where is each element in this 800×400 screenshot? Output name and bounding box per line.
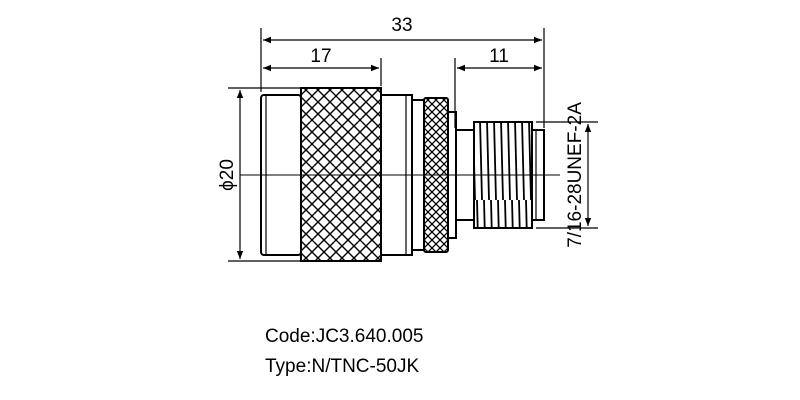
product-code: Code:JC3.640.005 [265,326,424,347]
dimension-lines [228,28,598,262]
product-type: Type:N/TNC-50JK [265,356,420,377]
dim-thread-spec: 7/16-28UNEF-2A [565,102,586,248]
dim-nut-length: 17 [310,46,331,67]
dim-thread-length: 11 [489,46,509,67]
dim-overall-length: 33 [391,15,412,36]
dim-diameter: ϕ20 [217,159,238,191]
connector-body [240,87,560,262]
